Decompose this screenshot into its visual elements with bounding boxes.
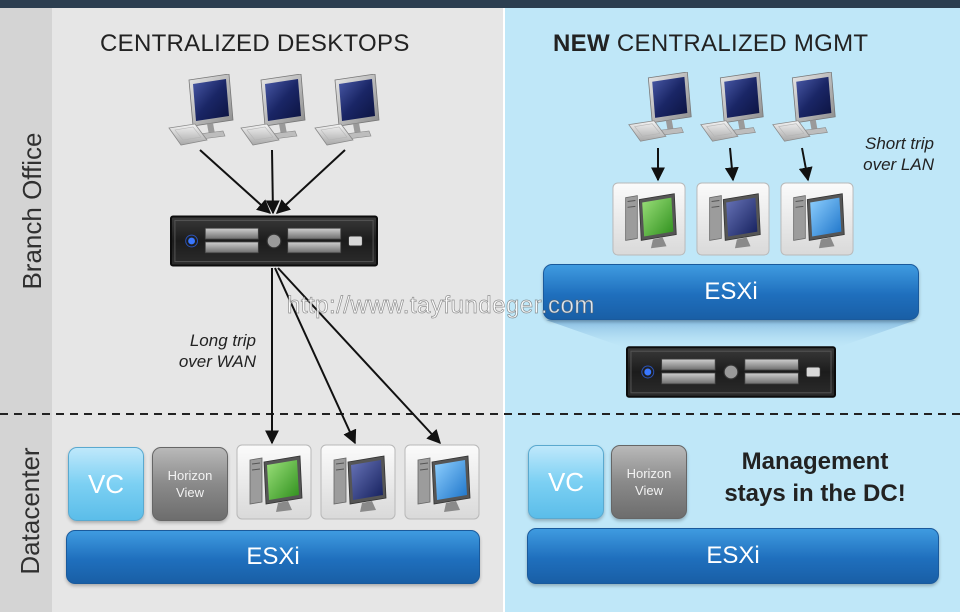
horizon-view-box: Horizon View <box>611 445 687 519</box>
datacenter-esxi-host: ESXi <box>66 530 480 584</box>
horizon-view-line2: View <box>176 485 204 500</box>
connection-arrow <box>199 149 272 214</box>
left-column-title: CENTRALIZED DESKTOPS <box>100 30 410 57</box>
wan-note: Long trip over WAN <box>150 330 256 372</box>
vm-desktop-icon <box>780 182 854 256</box>
top-border <box>0 0 960 8</box>
host-funnel <box>546 320 916 348</box>
vm-desktop-icon <box>612 182 686 256</box>
lan-arrow <box>798 147 813 182</box>
connection-arrow <box>265 149 280 215</box>
vm-desktop-icon <box>404 444 480 520</box>
horizon-view-line1: Horizon <box>167 468 213 483</box>
horizon-view-line2: View <box>635 483 663 498</box>
wan-arrow <box>277 267 441 445</box>
datacenter-esxi-host: ESXi <box>527 528 939 584</box>
wan-note-line1: Long trip <box>189 331 256 350</box>
vcenter-box: VC <box>68 447 144 521</box>
watermark-text: http://www.tayfundeger.com <box>287 292 595 320</box>
lan-note-line2: over LAN <box>863 155 934 174</box>
connection-arrow <box>275 149 346 214</box>
title-emphasis: NEW <box>553 30 610 57</box>
vm-desktop-icon <box>236 444 312 520</box>
wan-arrow <box>274 267 357 445</box>
vm-desktop-icon <box>696 182 770 256</box>
datacenter-label: Datacenter <box>15 447 45 575</box>
management-callout-line1: Management <box>741 448 889 475</box>
branch-esxi-host: ESXi <box>543 264 919 320</box>
horizon-view-line1: Horizon <box>626 466 672 481</box>
branch-server-icon <box>626 346 836 398</box>
title-rest: CENTRALIZED MGMT <box>609 30 869 57</box>
side-label-strip <box>0 8 52 612</box>
wan-note-line2: over WAN <box>178 352 256 371</box>
branch-office-label: Branch Office <box>17 132 47 290</box>
right-column-title: NEW CENTRALIZED MGMT <box>553 30 868 58</box>
management-callout-line2: stays in the DC! <box>724 480 906 507</box>
vcenter-box: VC <box>528 445 604 519</box>
lan-note: Short trip over LAN <box>830 133 934 175</box>
branch-server-icon <box>170 215 378 267</box>
management-callout: Management stays in the DC! <box>700 446 930 510</box>
lan-note-line1: Short trip <box>865 134 934 153</box>
vm-desktop-icon <box>320 444 396 520</box>
lan-arrow <box>724 147 739 182</box>
horizon-view-box: Horizon View <box>152 447 228 521</box>
